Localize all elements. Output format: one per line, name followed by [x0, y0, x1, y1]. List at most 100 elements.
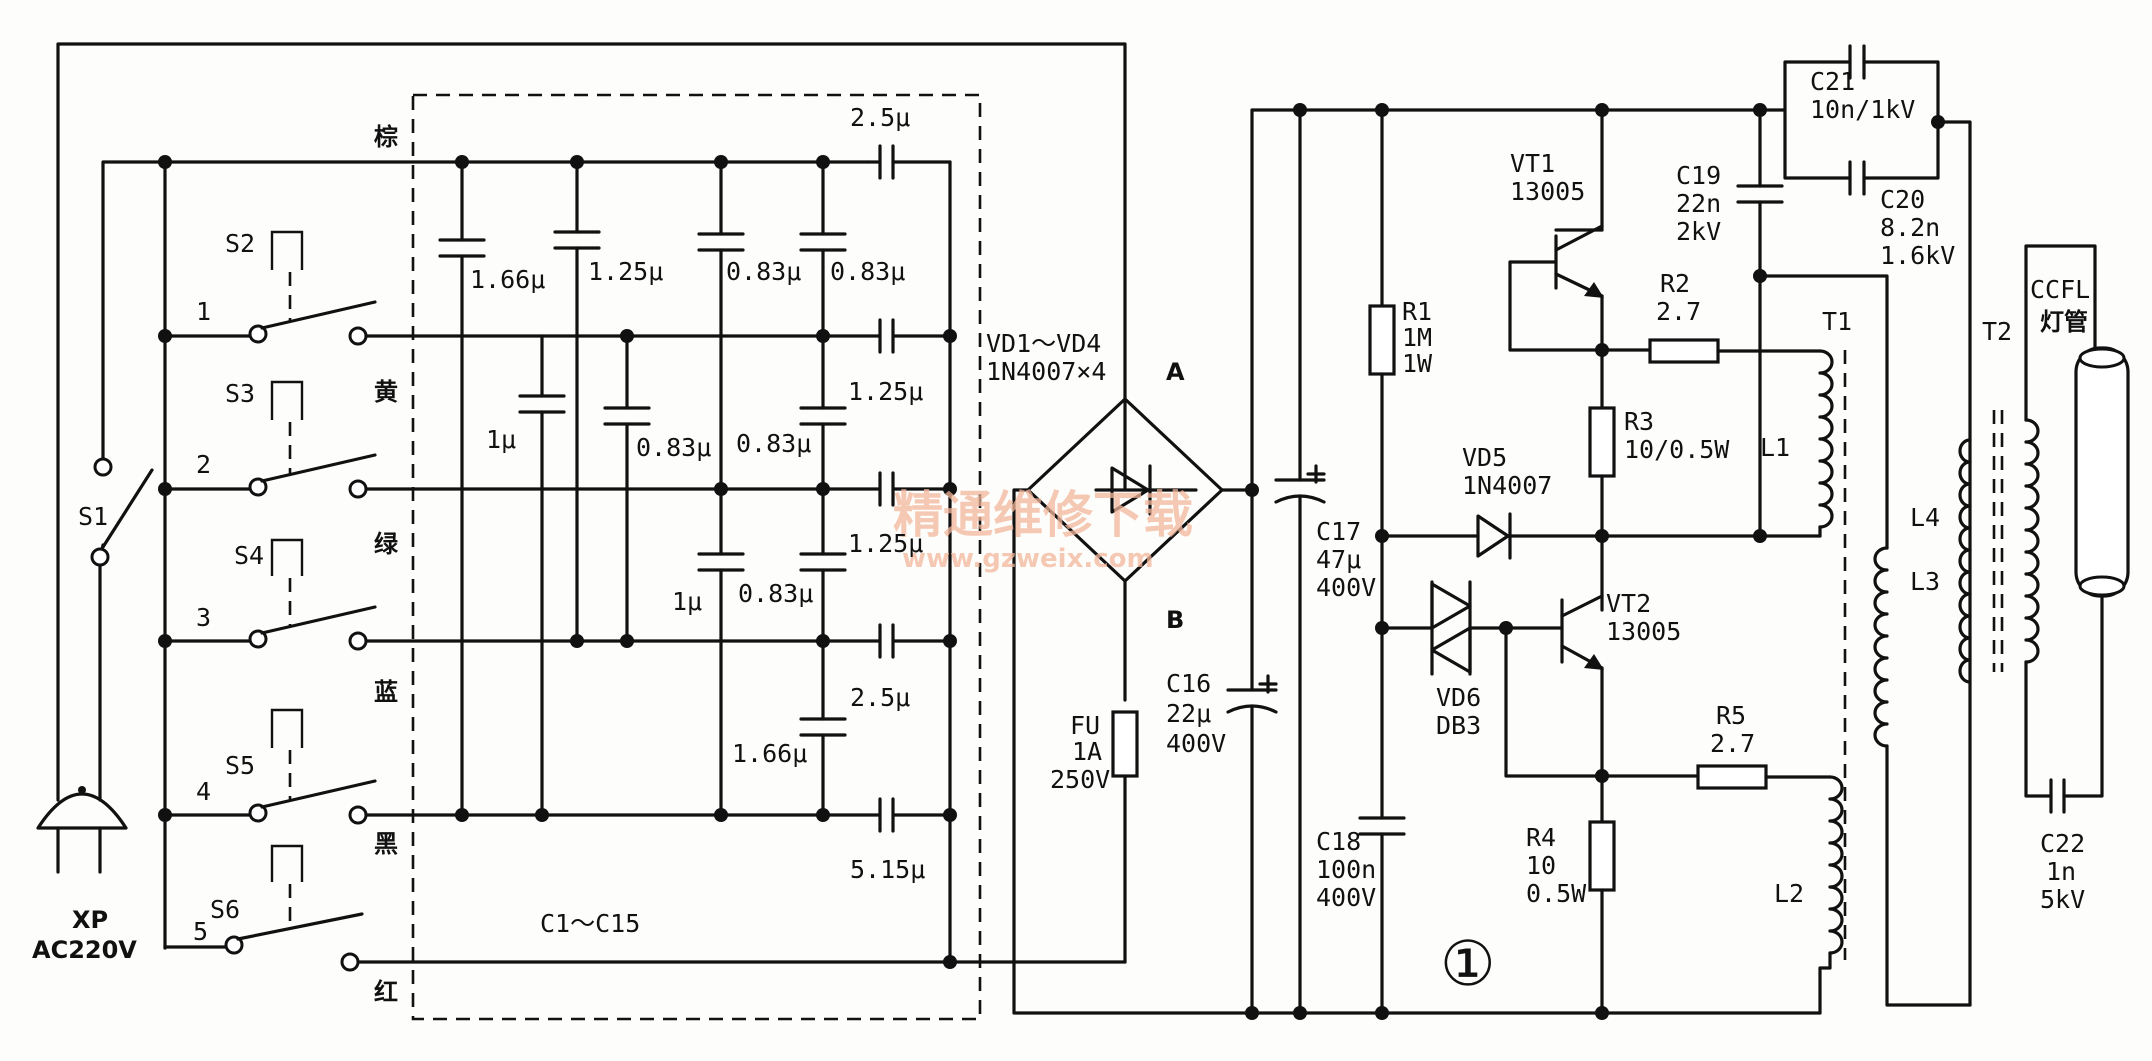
r3-value: 10/0.5W — [1624, 435, 1730, 464]
vt2-name: VT2 — [1606, 589, 1651, 618]
switch-s6-label: S6 — [210, 895, 240, 924]
fuse-voltage: 250V — [1050, 765, 1110, 794]
wire-color-black: 黑 — [374, 830, 398, 858]
cap-value-5: 0.83μ — [830, 257, 905, 286]
fuse-fu-icon — [1111, 710, 1139, 778]
vd5-spec: 1N4007 — [1462, 471, 1552, 500]
switch-s4-pos: 3 — [196, 603, 211, 632]
bridge-node-b: B — [1166, 606, 1184, 634]
wire-color-red: 红 — [374, 978, 398, 1006]
cap-value-2: 1.66μ — [470, 265, 545, 294]
transformer-t1-icon — [1758, 349, 1847, 1015]
wire-color-brown: 棕 — [374, 123, 398, 151]
cap-value-11: 1μ — [672, 587, 702, 616]
t2-l3: L3 — [1910, 567, 1940, 596]
r4-value: 10 — [1526, 851, 1556, 880]
r2-value: 2.7 — [1656, 297, 1701, 326]
cap-value-1: 2.5μ — [850, 103, 910, 132]
cap-value-3: 1.25μ — [588, 257, 663, 286]
r1-name: R1 — [1402, 297, 1432, 326]
capacitor-network — [438, 144, 952, 964]
transformer-t2-icon — [1958, 244, 2104, 814]
figure-number: ① — [1440, 927, 1496, 1000]
cap-value-10: 1.25μ — [848, 529, 923, 558]
c16-voltage: 400V — [1166, 729, 1226, 758]
r3-name: R3 — [1624, 407, 1654, 436]
resonant-section — [1736, 44, 1972, 1007]
c19-value: 22n — [1676, 189, 1721, 218]
plug-xp-icon — [36, 786, 128, 874]
half-bridge — [1504, 108, 1832, 1015]
vt1-spec: 13005 — [1510, 177, 1585, 206]
c16-name: C16 — [1166, 669, 1211, 698]
r1-value: 1M — [1402, 323, 1432, 352]
c19-voltage: 2kV — [1676, 217, 1721, 246]
switch-row-s3 — [163, 380, 952, 499]
bridge-spec: 1N4007×4 — [986, 357, 1106, 386]
switch-s3-pos: 2 — [196, 450, 211, 479]
c22-voltage: 5kV — [2040, 885, 2085, 914]
watermark-url: www.gzweix.com — [902, 544, 1154, 574]
cap-value-8: 1.25μ — [848, 377, 923, 406]
vd5-name: VD5 — [1462, 443, 1507, 472]
r5-name: R5 — [1716, 701, 1746, 730]
wire-color-blue: 蓝 — [374, 678, 398, 706]
switch-s2-label: S2 — [225, 229, 255, 258]
vd6-spec: DB3 — [1436, 711, 1481, 740]
switch-s4-label: S4 — [234, 541, 264, 570]
switch-s3-label: S3 — [225, 379, 255, 408]
wire-color-yellow: 黄 — [374, 378, 398, 406]
watermark-title: 精通维修下载 — [893, 486, 1193, 544]
switch-s1-label: S1 — [78, 502, 108, 531]
c18-voltage: 400V — [1316, 883, 1376, 912]
cap-value-12: 0.83μ — [738, 579, 813, 608]
fuse-name: FU — [1070, 711, 1100, 740]
t1-l2: L2 — [1774, 879, 1804, 908]
c20-voltage: 1.6kV — [1880, 241, 1955, 270]
cap-value-13: 2.5μ — [850, 683, 910, 712]
c17-value: 47μ — [1316, 545, 1361, 574]
bridge-name: VD1～VD4 — [986, 329, 1101, 358]
t2-name: T2 — [1982, 317, 2012, 346]
c22-name: C22 — [2040, 829, 2085, 858]
start-circuit — [1358, 108, 1762, 1015]
c20-value: 8.2n — [1880, 213, 1940, 242]
vt1-name: VT1 — [1510, 149, 1555, 178]
cap-value-9: 0.83μ — [736, 429, 811, 458]
vt2-spec: 13005 — [1606, 617, 1681, 646]
t1-l1: L1 — [1760, 433, 1790, 462]
lamp-name: CCFL — [2030, 275, 2090, 304]
c17-voltage: 400V — [1316, 573, 1376, 602]
lamp-label: 灯管 — [2040, 308, 2088, 336]
t2-l4: L4 — [1910, 503, 1940, 532]
bridge-node-a: A — [1166, 358, 1185, 386]
c22-value: 1n — [2046, 857, 2076, 886]
c19-name: C19 — [1676, 161, 1721, 190]
switch-row-s6 — [163, 844, 952, 972]
switch-s5-label: S5 — [225, 751, 255, 780]
cap-value-15: 5.15μ — [850, 855, 925, 884]
c18-value: 100n — [1316, 855, 1376, 884]
c17-name: C17 — [1316, 517, 1361, 546]
ccfl-lamp-icon — [2074, 346, 2130, 598]
cap-value-6: 1μ — [486, 425, 516, 454]
fuse-rating: 1A — [1072, 737, 1102, 766]
cap-value-7: 0.83μ — [636, 433, 711, 462]
switch-s5-pos: 4 — [196, 777, 211, 806]
c21-value: 10n/1kV — [1810, 95, 1915, 124]
c20-name: C20 — [1880, 185, 1925, 214]
c16-value: 22μ — [1166, 699, 1211, 728]
r4-name: R4 — [1526, 823, 1556, 852]
cap-value-4: 0.83μ — [726, 257, 801, 286]
plug-spec: AC220V — [32, 936, 137, 964]
wire-color-green: 绿 — [374, 530, 399, 558]
capacitor-group-box — [411, 93, 982, 1021]
c21-name: C21 — [1810, 67, 1855, 96]
t1-name: T1 — [1822, 307, 1852, 336]
r5-value: 2.7 — [1710, 729, 1755, 758]
r2-name: R2 — [1660, 269, 1690, 298]
switch-s2-pos: 1 — [196, 297, 211, 326]
bridge-rectifier-icon — [1012, 397, 1254, 1015]
